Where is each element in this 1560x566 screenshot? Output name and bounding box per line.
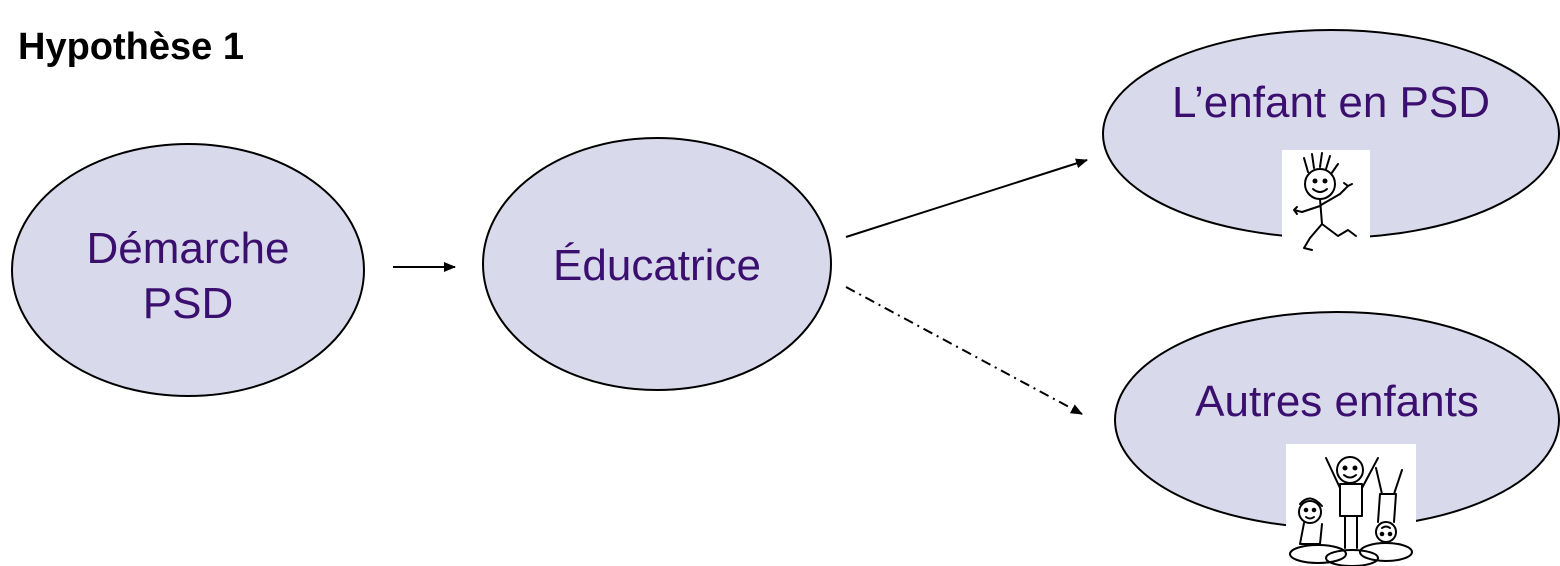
node-demarche-psd: Démarche PSD — [11, 143, 365, 397]
edge-educatrice-to-autres-enfants — [845, 286, 1083, 415]
node-autres-enfants: Autres enfants — [1114, 311, 1560, 566]
node-demarche-line1: Démarche — [87, 224, 290, 273]
edge-educatrice-to-enfant-psd — [845, 158, 1088, 238]
child-drawing-icon — [1282, 150, 1370, 258]
node-enfant-psd: L’enfant en PSD — [1102, 29, 1560, 258]
children-group-drawing-icon — [1286, 444, 1416, 566]
node-demarche-line2: PSD — [143, 279, 233, 328]
node-educatrice-label: Éducatrice — [553, 241, 761, 290]
node-educatrice: Éducatrice — [482, 137, 832, 391]
page-title: Hypothèse 1 — [18, 26, 244, 68]
node-enfant-psd-label: L’enfant en PSD — [1172, 78, 1490, 127]
node-autres-enfants-label: Autres enfants — [1195, 377, 1479, 426]
